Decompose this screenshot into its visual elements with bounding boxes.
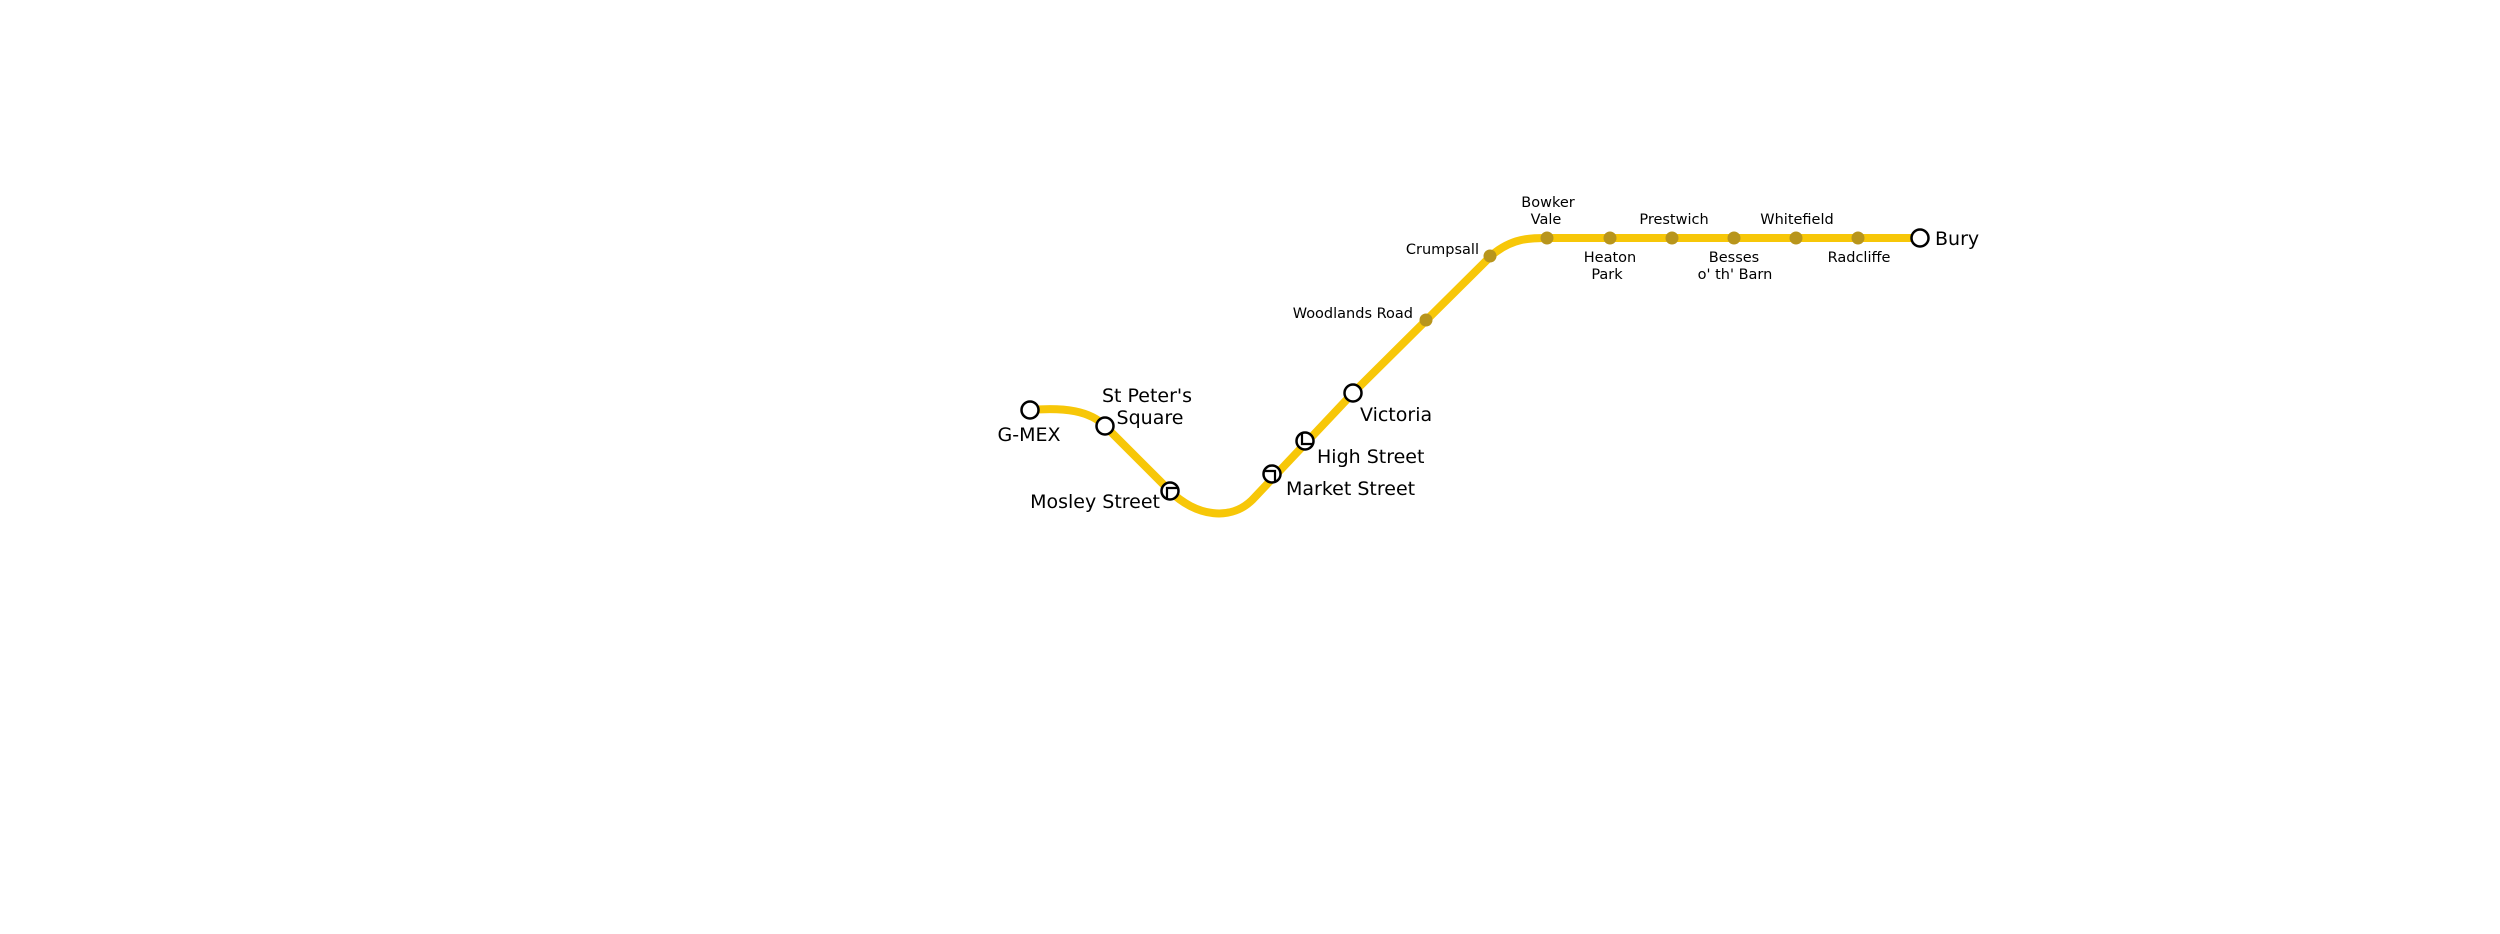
label-victoria: Victoria [1360,404,1432,426]
station-high-street [1295,431,1315,451]
label-whitefield: Whitefield [1760,212,1833,228]
label-radcliffe: Radcliffe [1828,250,1891,266]
one-way-mark [1300,434,1312,446]
label-besses-1: Besses [1709,250,1759,266]
station-market-street [1262,464,1282,484]
stop-besses [1727,231,1741,245]
stop-bowker-vale [1540,231,1554,245]
label-besses-2: o' th' Barn [1698,267,1773,283]
label-st-peters-square-1: St Peter's [1102,385,1192,407]
label-heaton-park-2: Park [1591,267,1623,283]
label-market-street: Market Street [1286,478,1415,500]
label-high-street: High Street [1317,446,1424,468]
label-prestwich: Prestwich [1639,212,1708,228]
station-bury [1910,228,1930,248]
label-mosley-street: Mosley Street [1030,491,1160,513]
one-way-mark [1165,486,1177,498]
label-gmex: G-MEX [998,424,1061,446]
stop-woodlands-road [1419,313,1433,327]
stop-prestwich [1665,231,1679,245]
route-line [1026,234,1924,518]
label-bowker-vale-2: Vale [1531,212,1562,228]
station-mosley-street [1160,481,1180,501]
label-bury: Bury [1935,228,1979,250]
one-way-mark [1265,469,1277,481]
stop-crumpsall [1483,249,1497,263]
stop-heaton-park [1603,231,1617,245]
label-st-peters-square-2: Square [1117,407,1184,429]
label-heaton-park-1: Heaton [1584,250,1636,266]
label-woodlands-road: Woodlands Road [1293,306,1413,322]
stop-radcliffe [1851,231,1865,245]
stop-whitefield [1789,231,1803,245]
station-victoria [1343,383,1363,403]
station-gmex [1020,400,1040,420]
station-st-peters-square [1095,416,1115,436]
label-crumpsall: Crumpsall [1406,242,1479,258]
label-bowker-vale-1: Bowker [1521,195,1574,211]
